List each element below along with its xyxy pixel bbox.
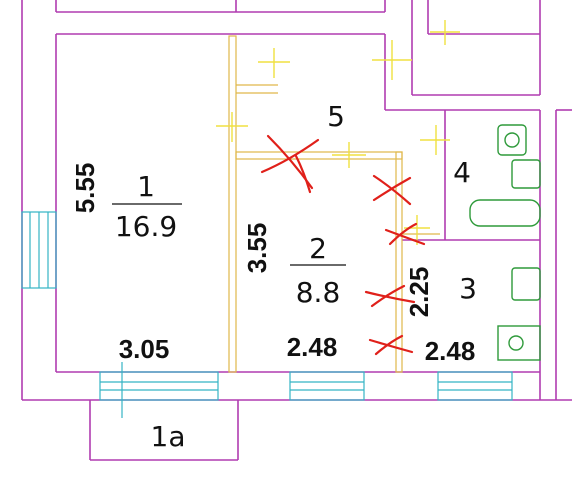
room-2-number: 2 [309, 232, 327, 265]
room-1-number: 1 [137, 170, 155, 203]
dim-room2-width: 2.48 [287, 332, 338, 362]
dim-room1-height: 5.55 [70, 163, 100, 214]
dim-room3-height: 2.25 [404, 267, 434, 318]
room-1a-label: 1a [151, 420, 186, 453]
room-5-number: 5 [327, 100, 345, 133]
room-1-area: 16.9 [115, 210, 177, 243]
demolition-marks [260, 134, 426, 356]
room-2-area: 8.8 [296, 276, 341, 309]
room-3-number: 3 [459, 272, 477, 305]
doors [216, 20, 460, 245]
room-4-number: 4 [453, 156, 471, 189]
room-labels: 1 16.9 2 8.8 3 4 5 1a [112, 100, 477, 453]
partitions [228, 35, 440, 373]
dim-room2-height: 3.55 [242, 223, 272, 274]
dim-room1-width: 3.05 [119, 334, 170, 364]
windows [21, 211, 513, 418]
dimension-labels: 5.55 3.05 3.55 2.48 2.25 2.48 [70, 163, 475, 366]
dim-room3-width: 2.48 [425, 336, 476, 366]
main-walls [22, 34, 572, 461]
fixtures [469, 124, 541, 361]
